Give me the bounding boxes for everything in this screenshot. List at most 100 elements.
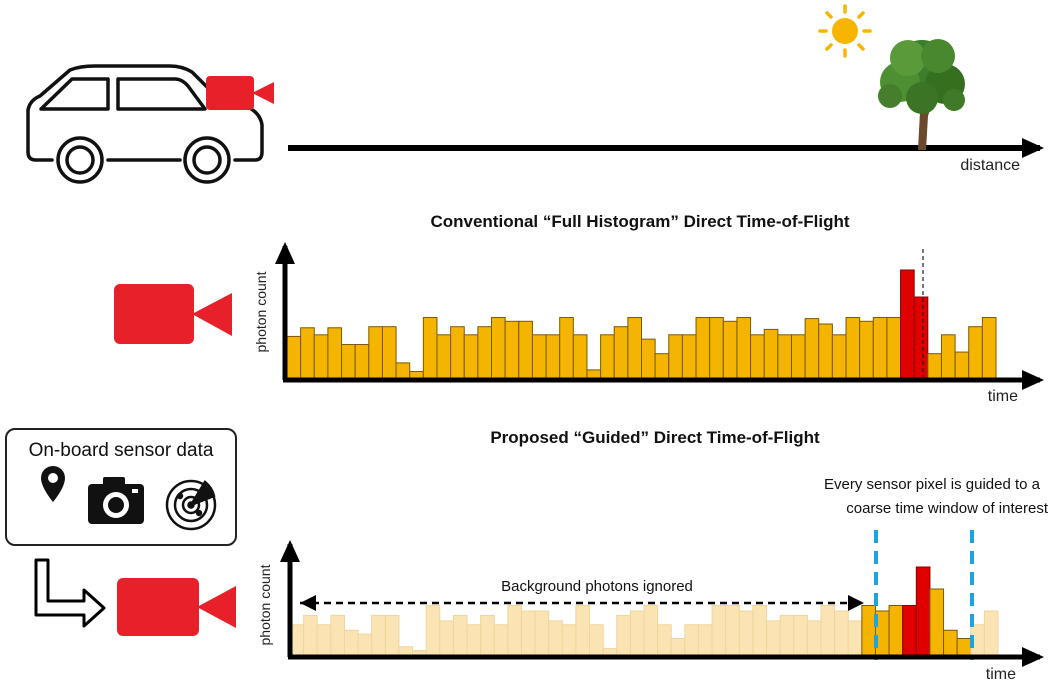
conventional-bar-24: [613, 326, 629, 379]
guided-bar-28: [670, 638, 686, 656]
guided-bar-44: [888, 605, 904, 656]
conventional-bar-38: [804, 318, 820, 379]
guided-bar-6: [371, 614, 386, 656]
guided-camera-icon: [117, 578, 236, 636]
conventional-bar-10: [422, 317, 438, 379]
guided-bar-31: [711, 605, 727, 656]
window-annotation-line1: Every sensor pixel is guided to a: [824, 476, 1041, 493]
guided-bar-37: [793, 614, 808, 656]
guided-bar-14: [480, 614, 495, 656]
tree-icon: [878, 39, 965, 150]
conventional-bar-35: [763, 328, 779, 379]
guided-bar-8: [398, 646, 414, 656]
conventional-bar-11: [436, 334, 452, 379]
conventional-bar-7: [381, 326, 397, 379]
sun-icon: [818, 4, 872, 58]
conventional-bar-22: [586, 369, 602, 379]
guided-bar-38: [806, 620, 822, 656]
conventional-bar-50: [968, 326, 983, 379]
conventional-bar-0: [286, 335, 302, 379]
conventional-bar-39: [818, 323, 833, 379]
conventional-bar-42: [859, 320, 874, 379]
conventional-bar-40: [831, 334, 847, 379]
conventional-bar-12: [450, 326, 465, 379]
guided-bar-34: [752, 605, 768, 656]
conventional-bar-3: [327, 327, 343, 379]
conventional-bar-48: [940, 334, 956, 379]
conventional-bar-19: [545, 334, 561, 379]
guided-bar-32: [725, 605, 740, 656]
guided-bar-23: [602, 647, 618, 656]
guided-bar-41: [847, 620, 863, 656]
guided-bar-13: [466, 624, 482, 656]
distance-label: distance: [960, 157, 1020, 174]
guided-bar-18: [534, 610, 550, 656]
guided-bar-15: [493, 624, 509, 656]
guided-bar-35: [766, 620, 781, 656]
sensor-box-title: On-board sensor data: [28, 440, 214, 461]
conventional-bar-9: [409, 371, 424, 379]
conventional-bar-46: [913, 296, 929, 379]
conventional-ylabel: photon count: [253, 271, 269, 352]
guided-ylabel: photon count: [257, 564, 273, 645]
conventional-bar-34: [750, 334, 765, 379]
conventional-bar-16: [504, 320, 520, 379]
conventional-bar-5: [354, 344, 370, 379]
guided-bar-45: [902, 605, 917, 656]
conventional-bar-27: [654, 353, 670, 379]
conventional-bar-18: [531, 334, 547, 379]
conventional-bar-28: [668, 334, 683, 379]
guided-bar-36: [779, 614, 795, 656]
guided-bar-27: [657, 624, 672, 656]
conventional-bar-36: [777, 334, 792, 379]
guided-bar-2: [316, 624, 332, 656]
conventional-bar-26: [641, 338, 656, 379]
conventional-bar-30: [695, 317, 711, 379]
conventional-bar-45: [900, 269, 915, 379]
guided-bar-25: [629, 610, 645, 656]
guided-bar-5: [357, 633, 373, 656]
conventional-bar-33: [736, 317, 752, 379]
guided-bar-51: [983, 610, 999, 656]
guided-bar-3: [330, 614, 345, 656]
car-camera-icon: [206, 76, 274, 110]
guided-bar-19: [548, 620, 563, 656]
conventional-bar-29: [681, 334, 697, 379]
guided-bar-24: [616, 614, 631, 656]
guided-bar-40: [834, 610, 849, 656]
conventional-xlabel: time: [988, 388, 1018, 405]
conventional-bar-47: [927, 353, 942, 379]
conventional-camera-icon: [114, 284, 232, 344]
guided-bar-29: [684, 624, 699, 656]
guided-bar-7: [384, 614, 400, 656]
conventional-bar-41: [845, 317, 861, 379]
guided-bar-49: [956, 638, 972, 656]
window-annotation-line2: coarse time window of interest: [846, 500, 1049, 517]
sensor-data-box: On-board sensor data: [5, 428, 237, 546]
guided-xlabel: time: [986, 666, 1016, 683]
guided-bar-30: [697, 624, 713, 656]
guided-bar-17: [520, 610, 536, 656]
guidance-arrow-icon: [34, 558, 106, 628]
conventional-bar-51: [981, 317, 997, 379]
conventional-bar-49: [954, 351, 970, 379]
guided-bar-9: [412, 650, 427, 656]
conventional-bar-6: [368, 326, 383, 379]
guided-bar-11: [439, 620, 454, 656]
guided-bar-46: [915, 566, 931, 656]
guided-bar-1: [303, 614, 318, 656]
conventional-bar-17: [518, 320, 533, 379]
guided-bar-39: [820, 605, 836, 656]
guided-histogram-bars: [289, 566, 999, 656]
guided-bar-21: [575, 605, 591, 656]
car-icon: [26, 64, 264, 184]
conventional-bar-1: [300, 327, 315, 379]
background-ignored-arrow: [300, 595, 864, 611]
conventional-bar-43: [872, 317, 888, 379]
conventional-bar-37: [790, 334, 806, 379]
conventional-bar-21: [572, 334, 588, 379]
guided-title: Proposed “Guided” Direct Time-of-Flight: [490, 428, 820, 447]
conventional-bar-32: [722, 320, 738, 379]
guided-bar-22: [589, 624, 604, 656]
